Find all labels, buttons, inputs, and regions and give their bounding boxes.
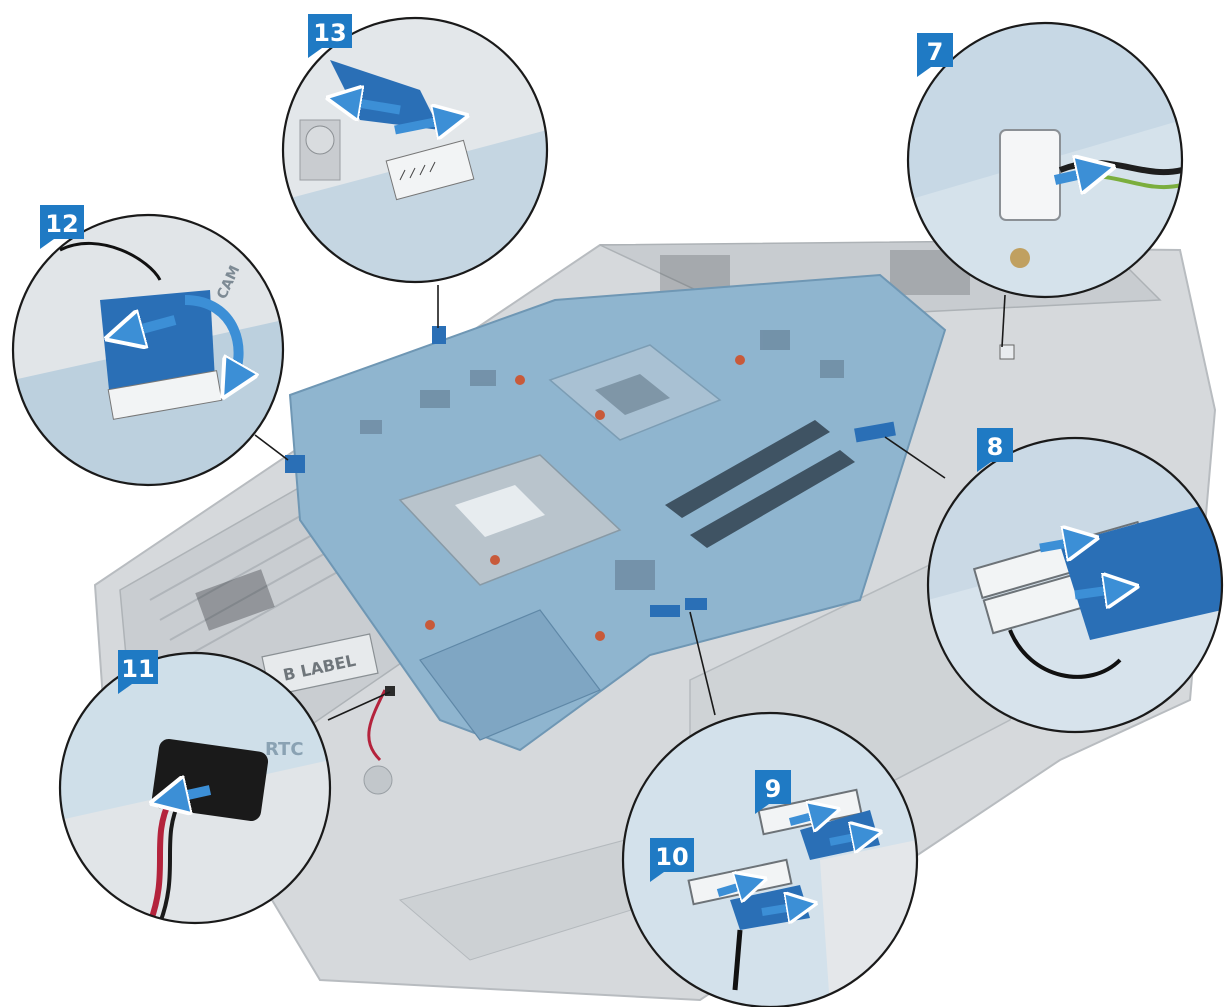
callout-8: 8 bbox=[926, 428, 1224, 734]
callout-11-number: 11 bbox=[121, 655, 154, 683]
pull-arrow-11 bbox=[165, 790, 212, 800]
board-text-rtc: RTC bbox=[265, 739, 304, 760]
pull-arrow-7 bbox=[1053, 170, 1100, 180]
callout-7: 7 bbox=[906, 21, 1184, 299]
callout-13-number: 13 bbox=[313, 19, 346, 47]
connector-markers bbox=[285, 326, 1015, 696]
pull-arrow-10a bbox=[716, 882, 755, 893]
pull-arrow-12 bbox=[120, 320, 177, 335]
pull-arrow-8a bbox=[1039, 540, 1085, 548]
flip-arrow-12 bbox=[184, 295, 239, 385]
pull-arrow-9b bbox=[829, 834, 870, 842]
pull-arrow-13a bbox=[340, 100, 401, 110]
leader-lines bbox=[254, 285, 1006, 721]
callout-10-number: 10 bbox=[655, 843, 688, 871]
callout-11: RTC 11 bbox=[58, 650, 332, 925]
pull-arrow-13b bbox=[394, 118, 455, 130]
pull-arrow-10b bbox=[761, 905, 805, 912]
callout-12-number: 12 bbox=[45, 210, 78, 238]
callout-9-number: 9 bbox=[765, 775, 782, 803]
pull-arrow-8b bbox=[1074, 588, 1125, 595]
callout-13: 13 bbox=[281, 14, 549, 284]
memory-slots bbox=[665, 420, 855, 548]
callout-7-number: 7 bbox=[927, 38, 944, 66]
callout-9-10: 9 10 bbox=[621, 711, 919, 1007]
system-board bbox=[288, 273, 947, 795]
callout-12: CAM 12 bbox=[11, 205, 285, 487]
callout-8-number: 8 bbox=[987, 433, 1004, 461]
pull-arrow-9a bbox=[788, 812, 828, 822]
